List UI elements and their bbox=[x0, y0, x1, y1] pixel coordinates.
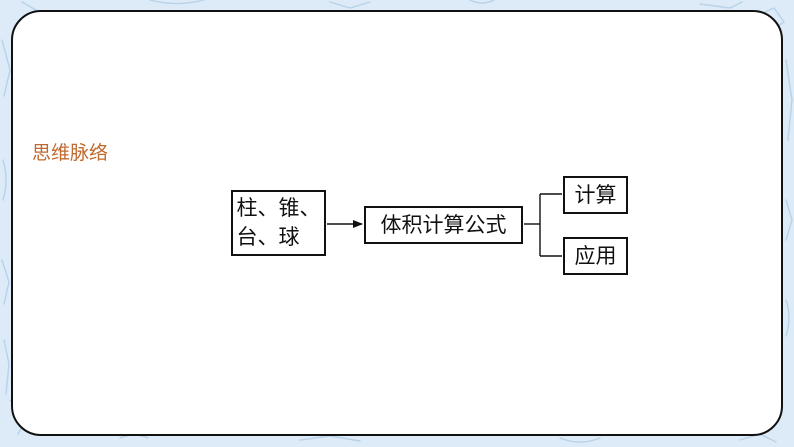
doodle-stroke bbox=[329, 1, 371, 9]
doodle-stroke bbox=[3, 339, 10, 395]
section-title: 思维脉络 bbox=[32, 142, 109, 164]
doodle-stroke bbox=[1, 39, 11, 97]
doodle-stroke bbox=[785, 59, 793, 141]
doodle-stroke bbox=[149, 0, 206, 5]
doodle-stroke bbox=[1, 259, 10, 305]
doodle-stroke bbox=[469, 0, 495, 4]
doodle-stroke bbox=[559, 437, 601, 443]
doodle-stroke bbox=[785, 199, 793, 241]
doodle-stroke bbox=[299, 435, 361, 442]
diagram-node-solids: 柱、锥、 台、球 bbox=[231, 190, 326, 256]
doodle-stroke bbox=[2, 159, 7, 201]
solids-label-line-1: 柱、锥、 bbox=[236, 196, 321, 220]
diagram-node-volume-formula: 体积计算公式 bbox=[364, 206, 523, 244]
diagram-node-apply: 应用 bbox=[563, 237, 628, 275]
solids-label-line-2: 台、球 bbox=[236, 225, 300, 249]
doodle-stroke bbox=[699, 1, 743, 9]
diagram-node-compute: 计算 bbox=[563, 176, 628, 214]
doodle-stroke bbox=[785, 299, 790, 337]
